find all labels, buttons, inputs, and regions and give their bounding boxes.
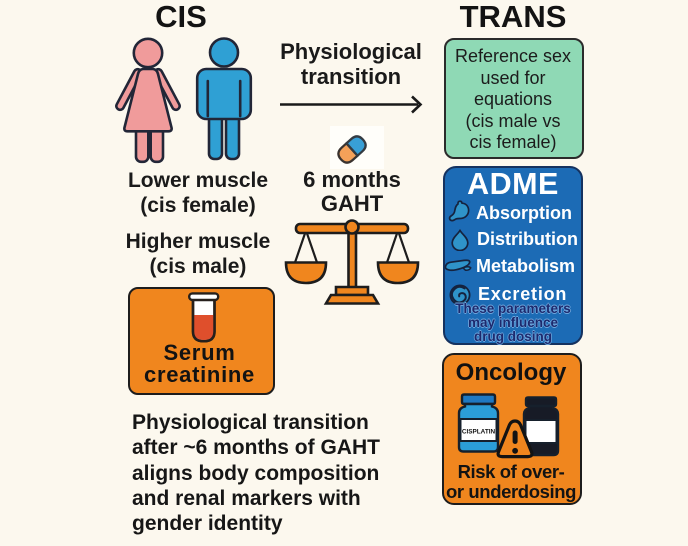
svg-text:CISPLATIN: CISPLATIN — [462, 429, 496, 436]
